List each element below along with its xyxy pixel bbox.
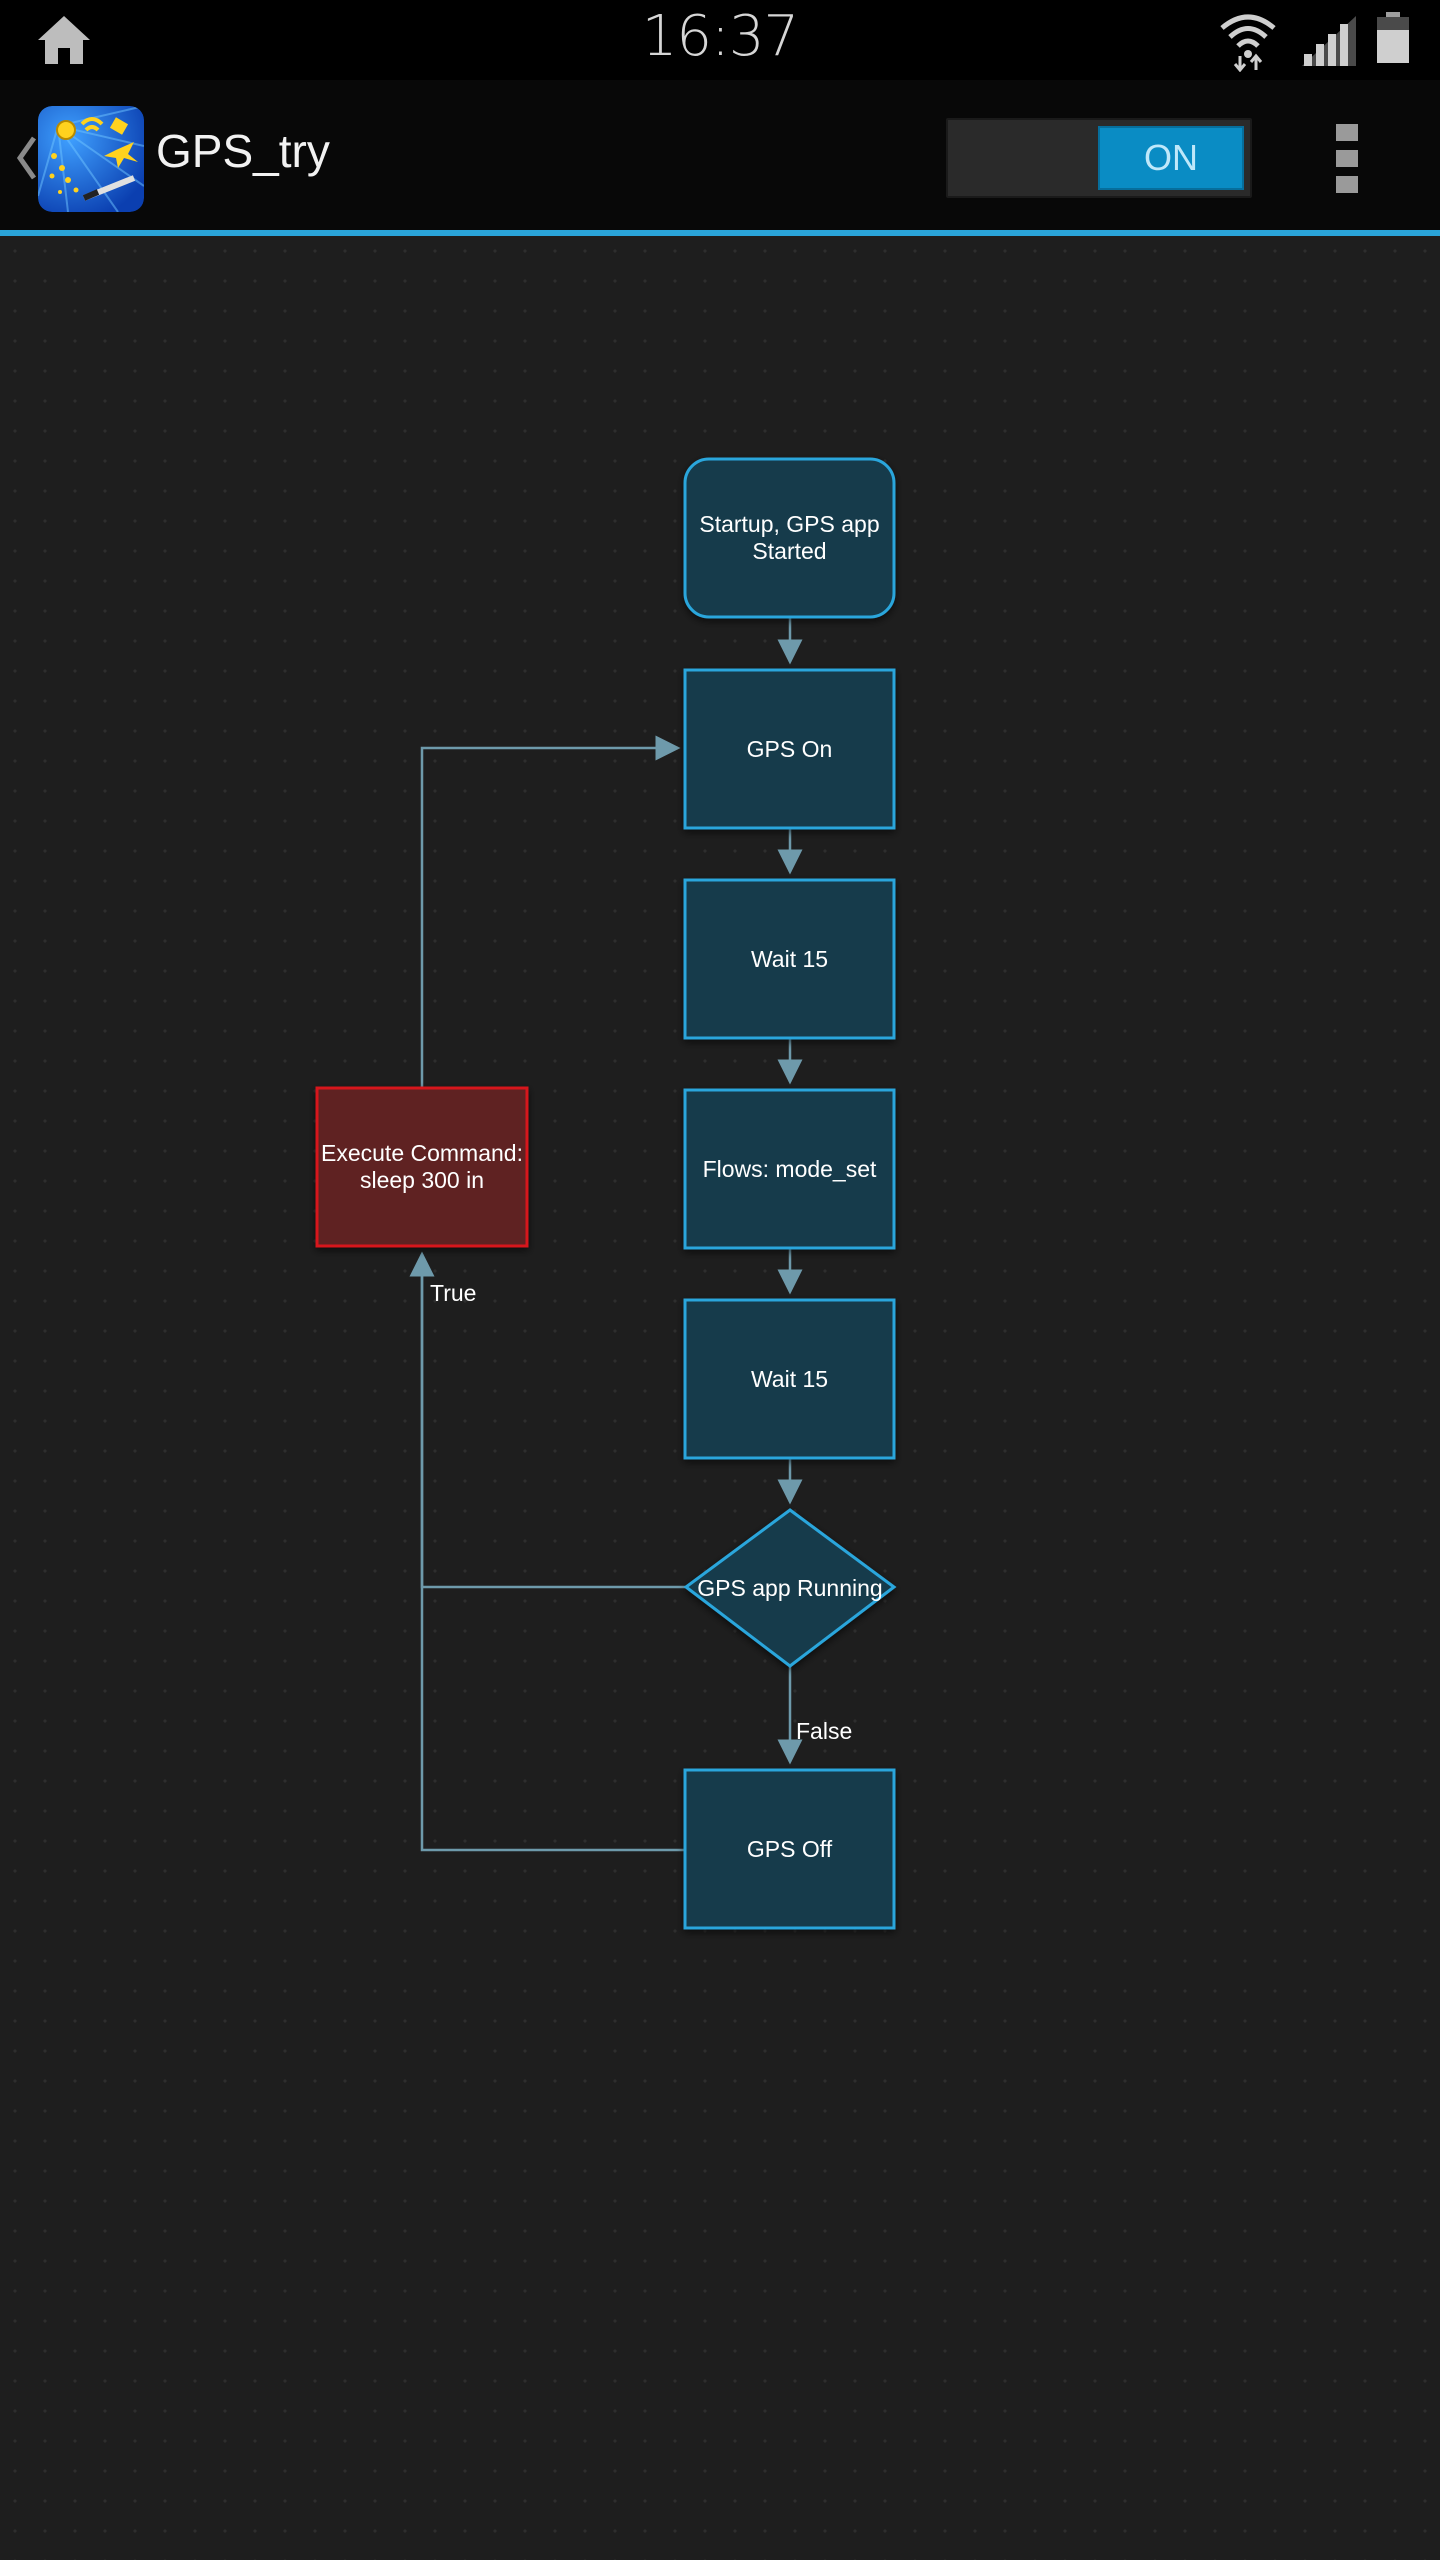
node-wait-2[interactable] [683, 1298, 896, 1460]
action-bar: GPS_try ON [0, 80, 1440, 232]
home-icon[interactable] [36, 14, 92, 66]
edge-gpsoff-execute [420, 1254, 684, 1852]
signal-icon [1302, 16, 1356, 66]
app-logo-icon[interactable] [38, 106, 144, 212]
node-gps-off[interactable] [683, 1768, 896, 1930]
edge-label-true: True [430, 1280, 477, 1306]
edge-label-false: False [796, 1718, 853, 1744]
flow-canvas[interactable]: Startup, GPS app Started GPS On Wait 15 … [0, 236, 1440, 2560]
node-decision-label: GPS app Running [697, 1574, 883, 1601]
node-flows-label: Flows: mode_set [702, 1155, 877, 1182]
app-title: GPS_try [156, 125, 330, 177]
edge-execute-gpson [420, 735, 681, 1088]
node-gps-on-label: GPS On [746, 735, 833, 762]
toggle-thumb[interactable]: ON [1098, 126, 1244, 190]
status-time: 16:37 [641, 4, 799, 69]
node-flows[interactable] [683, 1088, 896, 1250]
back-chevron-icon[interactable] [14, 136, 38, 180]
edge-decision-execute [409, 1251, 686, 1589]
action-bar-divider [0, 230, 1440, 236]
node-start-label: Startup, GPS app Started [699, 511, 880, 564]
node-gps-off-label: GPS Off [746, 1835, 833, 1862]
flowchart [315, 457, 897, 1930]
enable-toggle[interactable]: ON [946, 118, 1252, 198]
node-gps-on[interactable] [683, 668, 896, 830]
battery-icon [1377, 12, 1409, 63]
node-wait-2-label: Wait 15 [750, 1365, 829, 1392]
status-bar: 16:37 [0, 0, 1440, 80]
node-decision[interactable] [683, 1508, 897, 1668]
wifi-icon [1220, 14, 1276, 72]
node-execute[interactable] [315, 1086, 529, 1248]
node-start[interactable] [683, 457, 896, 619]
node-wait-1-label: Wait 15 [750, 945, 829, 972]
overflow-menu-icon[interactable] [1336, 124, 1360, 194]
node-wait-1[interactable] [683, 878, 896, 1040]
node-execute-label: Execute Command: sleep 300 in [321, 1140, 523, 1193]
